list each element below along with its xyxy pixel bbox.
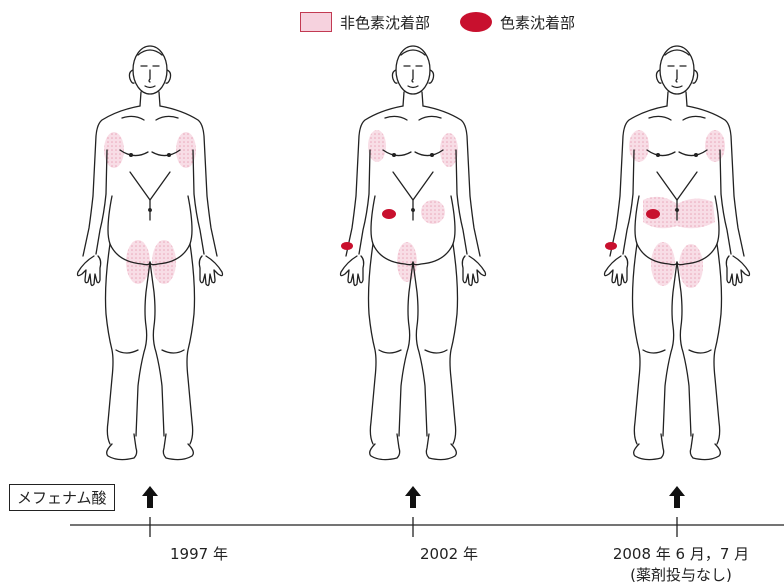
up-arrow-icon <box>142 486 158 508</box>
drug-label-box: メフェナム酸 <box>9 484 115 511</box>
up-arrow-icon <box>405 486 421 508</box>
figure-2002 <box>341 46 486 460</box>
timeline-label-2008: 2008 年 6 月，7 月 (薬剤投与なし) <box>586 543 776 585</box>
timeline-note-2008: (薬剤投与なし) <box>586 564 776 585</box>
pigmented-spots-2008 <box>605 209 660 250</box>
up-arrow-icon <box>669 486 685 508</box>
timeline-label-1997: 1997 年 <box>170 543 228 564</box>
timeline-label-2002: 2002 年 <box>420 543 478 564</box>
pigmented-spots-2002 <box>341 209 396 250</box>
figure-1997 <box>78 46 223 460</box>
timeline-date-2008: 2008 年 6 月，7 月 <box>586 543 776 564</box>
figure-2008 <box>605 46 750 460</box>
drug-label: メフェナム酸 <box>17 489 107 507</box>
timeline <box>70 517 784 537</box>
